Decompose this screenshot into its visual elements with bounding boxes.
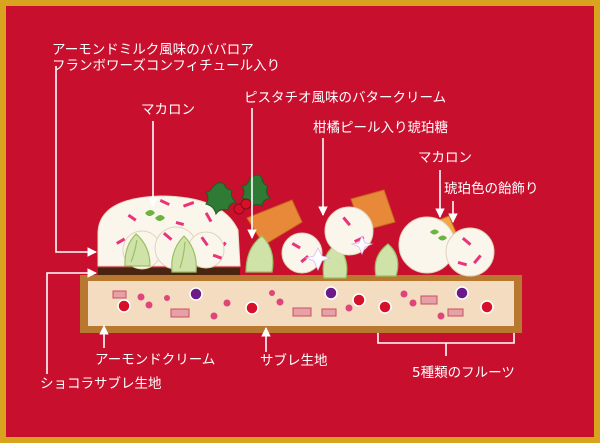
label-bavarois-line1: アーモンドミルク風味のババロア [52,42,254,58]
label-almond-cream: アーモンドクリーム [95,352,216,368]
fruit-rect [447,308,464,317]
fruit-pink [137,293,145,301]
citrus-sparkles [304,234,374,271]
fruit-pink [223,299,231,307]
label-fruits: 5種類のフルーツ [412,365,515,381]
fruit-purple [324,286,338,300]
chocolate-sable-strip [98,268,240,275]
label-choco-sable: ショコラサブレ生地 [40,376,162,392]
label-macaron-right: マカロン [418,150,472,166]
fruit-pink [345,304,353,312]
fruit-rect [321,308,337,317]
fruit-red [352,293,366,307]
pistachio-cream-center [245,235,399,279]
leader-lines [46,66,515,374]
leaf-deco [145,210,165,221]
fruit-red [378,300,392,314]
fruit-pink [276,298,284,306]
pistachio-cream-left [124,233,197,273]
leader-choco-sable [46,268,97,374]
fruit-pink [145,301,153,309]
fruit-red [117,299,131,313]
macarons-right [281,206,495,277]
fruit-rect [170,308,190,318]
fruit-red [245,301,259,315]
label-sable: サブレ生地 [260,353,328,369]
label-amber-candy: 琥珀色の飴飾り [444,181,539,197]
label-citrus-amber: 柑橘ピール入り琥珀糖 [313,120,448,136]
fruit-purple [455,286,469,300]
fruit-pink [164,295,170,301]
label-macaron-left: マカロン [141,102,195,118]
fruit-pink [400,290,408,298]
fruit-red [480,300,494,314]
fruit-pink [437,312,445,320]
label-bavarois-line2: フランボワーズコンフィチュール入り [52,58,281,74]
fruit-pieces [112,286,494,320]
label-pistachio-cream: ピスタチオ風味のバタークリーム [244,90,447,106]
fruit-pink [210,312,218,320]
leader-bavarois [55,66,97,257]
fruit-rect [292,307,312,317]
fruit-pink [269,290,275,296]
holly-decoration [205,174,271,216]
fruit-rect [420,295,438,305]
fruit-purple [189,287,203,301]
fruit-pink [409,299,417,307]
fruit-rect [112,290,127,299]
fruits-bracket [377,333,515,344]
